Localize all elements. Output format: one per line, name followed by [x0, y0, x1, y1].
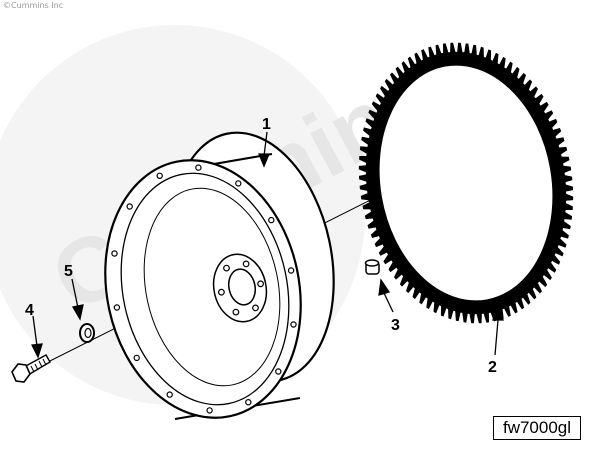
callout-3: 3: [391, 317, 400, 334]
flywheel: [104, 131, 335, 420]
hub-bolt-hole: [232, 308, 240, 316]
flywheel-hub: [212, 253, 268, 323]
rim-bolt-hole: [166, 391, 173, 398]
flywheel-front-face: [104, 159, 302, 419]
rim-bolt-hole: [268, 216, 275, 224]
callout-4: 4: [25, 302, 34, 319]
dowel-pin: [364, 259, 380, 275]
rim-bolt-hole: [275, 368, 282, 375]
callout-1: 1: [262, 116, 271, 133]
rim-bolt-hole: [126, 203, 133, 210]
rim-bolt-hole: [206, 407, 213, 414]
flywheel-inner-recess: [143, 187, 281, 387]
rim-bolt-hole: [235, 180, 242, 187]
ring-gear-inner-edge: [378, 64, 554, 302]
hub-bolt-hole: [252, 304, 259, 312]
copyright-notice: ©Cummins Inc: [3, 1, 64, 10]
flywheel-bolt-holes: [111, 164, 297, 414]
hub-bolt-hole: [242, 260, 250, 268]
rim-bolt-hole: [290, 321, 297, 328]
hub-bolt-hole: [257, 280, 265, 288]
figure-code-label: fw7000gl: [493, 416, 581, 440]
hub-bolt-hole: [217, 288, 225, 296]
rim-bolt-hole: [156, 172, 163, 179]
rim-bolt-hole: [245, 399, 252, 406]
rim-bolt-hole: [111, 250, 118, 257]
hub-bolt-hole: [223, 264, 230, 272]
callout-leaders: [30, 131, 504, 359]
callout-5: 5: [64, 263, 73, 280]
rim-bolt-hole: [113, 304, 121, 311]
capscrew: [11, 354, 51, 383]
flywheel-front-lip: [120, 172, 290, 406]
washer: [79, 323, 95, 343]
flywheel-center-bore: [227, 268, 257, 306]
rim-bolt-hole: [287, 267, 295, 274]
ring-gear: [358, 42, 574, 324]
callout-2: 2: [488, 359, 497, 376]
rim-bolt-hole: [133, 354, 140, 362]
rim-bolt-hole: [195, 164, 202, 171]
